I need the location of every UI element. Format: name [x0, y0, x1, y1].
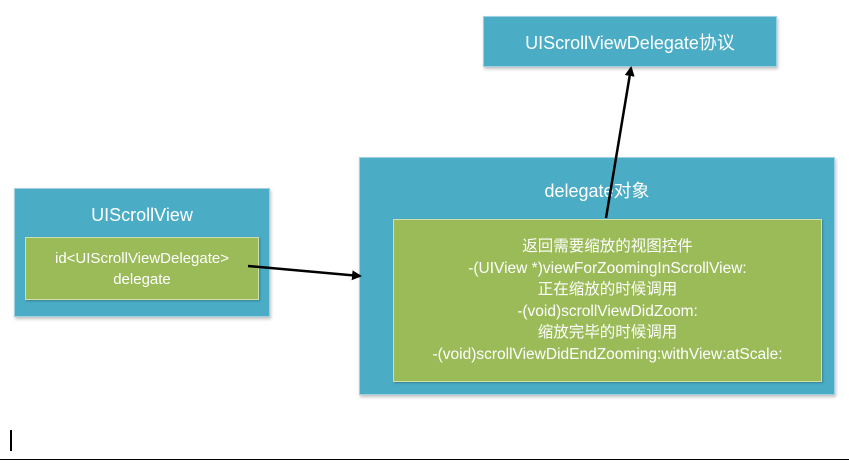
delegate-property-type: id<UIScrollViewDelegate> — [55, 249, 229, 267]
delegate-property-box: id<UIScrollViewDelegate> delegate — [25, 237, 259, 300]
arrow-delegate-to-protocol — [604, 66, 635, 219]
method-description: 缩放完毕的时候调用 — [537, 324, 678, 341]
protocol-label: UIScrollViewDelegate协议 — [525, 32, 735, 53]
method-signature: -(void)scrollViewDidZoom: — [517, 302, 698, 320]
protocol-box: UIScrollViewDelegate协议 — [483, 16, 777, 67]
scrollview-title: UIScrollView — [91, 205, 193, 225]
method-description: 返回需要缩放的视图控件 — [522, 238, 693, 255]
delegate-methods-box: 返回需要缩放的视图控件 -(UIView *)viewForZoomingInS… — [393, 219, 822, 382]
scrollview-box: UIScrollView id<UIScrollViewDelegate> de… — [14, 188, 270, 317]
delegate-property-name: delegate — [113, 270, 171, 288]
delegate-object-title: delegate对象 — [544, 181, 650, 201]
baseline-divider — [0, 459, 849, 460]
method-signature: -(UIView *)viewForZoomingInScrollView: — [468, 259, 747, 277]
delegate-object-box: delegate对象 返回需要缩放的视图控件 -(UIView *)viewFo… — [359, 157, 835, 395]
method-signature: -(void)scrollViewDidEndZooming:withView:… — [432, 345, 783, 363]
text-cursor — [10, 430, 12, 451]
arrow-scrollview-to-delegate — [247, 264, 362, 281]
method-description: 正在缩放的时候调用 — [537, 281, 678, 298]
